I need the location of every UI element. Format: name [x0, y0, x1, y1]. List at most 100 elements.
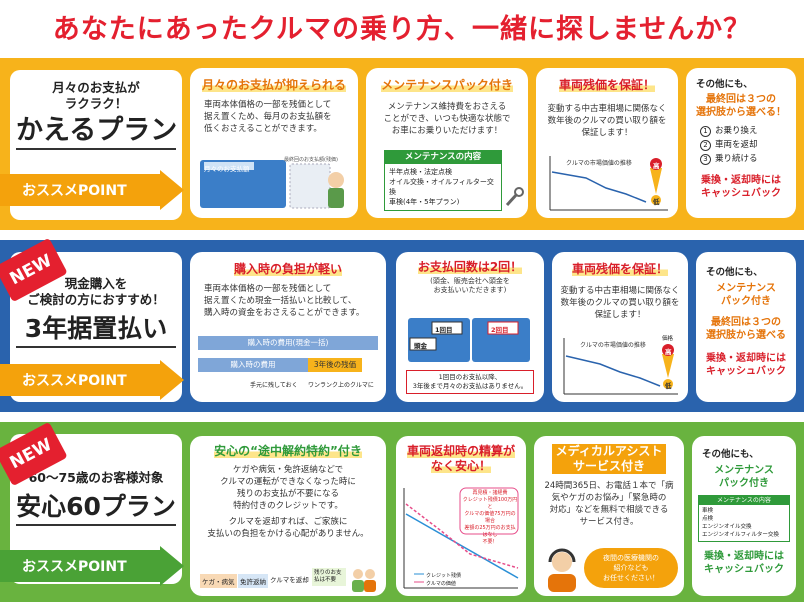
- recommend-point-arrow[interactable]: おススメPOINT: [0, 546, 190, 586]
- recommend-point-label: おススメPOINT: [0, 364, 160, 396]
- img-label-b: 免許返納: [238, 574, 268, 588]
- plan-subtitle: 現金購入を ご検討の方におすすめ！: [27, 276, 165, 307]
- other-lead2: 最終回は３つの 選択肢から選べる！: [696, 94, 786, 118]
- feature-card-other[interactable]: その他にも、 メンテナンス パック付き 最終回は３つの 選択肢から選べる 乗換・…: [696, 252, 796, 402]
- card-body: メンテナンス維持費をおさえる ことができ、いつも快適な状態で お車にお乗りいただ…: [383, 102, 511, 136]
- feature-card-residual[interactable]: 車両残価を保証！ 変動する中古車相場に関係なく 数年後のクルマの買い取り額を 保…: [536, 68, 678, 218]
- card-body: 車両本体価格の一部を残価として 据え置くため現金一括払いと比較して、 購入時の資…: [204, 284, 365, 318]
- feature-card-medical[interactable]: メディカルアシスト サービス付き 24時間365日、お電話１本で「病 気やケガの…: [534, 436, 684, 596]
- return-settlement-chart: [403, 487, 519, 589]
- truck-payment-illustration: [200, 160, 344, 209]
- plan-subtitle: 60～75歳のお客様対象: [28, 470, 164, 485]
- plan-band-3year: 現金購入を ご検討の方におすすめ！ 3年据置払い NEW おススメPOINT 購…: [0, 237, 804, 412]
- img-label-d: 残りのお支払は不要: [312, 568, 346, 586]
- option-label: お乗り換え: [715, 126, 758, 136]
- other-lead: その他にも、: [696, 79, 753, 90]
- top-banner: あなたにあったクルマの乗り方、一緒に探しませんか？: [0, 0, 804, 52]
- card-title: お支払回数は2回！: [417, 260, 523, 274]
- mark-low: 低: [665, 382, 672, 390]
- maintenance-row: 車検: [702, 508, 714, 514]
- feature-card-other[interactable]: その他にも、 メンテナンス パック付き メンテナンスの内容 車検 点検 エンジン…: [692, 436, 796, 596]
- card-body: ケガや病気・免許返納などで クルマの運転ができなくなった時に 残りのお支払が不要…: [220, 465, 356, 511]
- maintenance-box-title: メンテナンスの内容: [385, 151, 501, 164]
- card-title: メンテナンスパック付き: [381, 78, 513, 92]
- maintenance-box-body: 半年点検・法定点検 オイル交換・オイルフィルター交換 車検(4年・5年プラン): [389, 168, 494, 206]
- option-label: 乗り続ける: [715, 154, 758, 164]
- residual-value-line-chart: [563, 338, 678, 395]
- other-item-options: 最終回は３つの 選択肢から選べる: [706, 317, 786, 341]
- card-title: 車両残価を保証！: [571, 262, 668, 276]
- option-label: 車両を返却: [715, 140, 758, 150]
- recommend-point-arrow[interactable]: おススメPOINT: [0, 360, 190, 400]
- feature-card-two-payments[interactable]: お支払回数は2回！ (頭金、販売会社へ頭金を お支払いいただきます) 1回目 2…: [396, 252, 544, 402]
- card-sub: (頭金、販売会社へ頭金を お支払いいただきます): [430, 277, 510, 294]
- mark-high: 高: [653, 162, 660, 170]
- option-item[interactable]: 1 お乗り換え: [700, 124, 796, 138]
- family-icon: [352, 569, 376, 592]
- cancel-illustration: ケガ・病気 免許返納 クルマを返却 残りのお支払は不要: [198, 566, 380, 592]
- feature-card-purchase[interactable]: 購入時の負担が軽い 車両本体価格の一部を残価として 据え置くため現金一括払いと比…: [190, 252, 386, 402]
- operator-icon: [548, 548, 576, 592]
- plan-band-kaeru: 月々のお支払が ラクラク！ かえるプラン おススメPOINT 月々のお支払が抑え…: [0, 58, 804, 230]
- num-badge: 2: [700, 139, 711, 151]
- num-badge: 1: [700, 125, 711, 137]
- down-payment-label: 頭金: [414, 342, 427, 350]
- recommend-point-arrow[interactable]: おススメPOINT: [0, 170, 190, 210]
- recommend-point-label: おススメPOINT: [0, 174, 160, 206]
- feature-card-return[interactable]: 車両返却時の精算が なく安心！ 再見積・諸経費 クレジット残債100万円と クル…: [396, 436, 526, 596]
- truck-payment-illustration: [408, 318, 530, 362]
- card-body: 変動する中古車相場に関係なく 数年後のクルマの買い取り額を 保証します！: [547, 104, 667, 138]
- card-body-2: クルマを返却すれば、ご家族に 支払いの負担をかける心配がありません。: [207, 517, 369, 539]
- plan-name: 安心60プラン: [16, 490, 176, 526]
- maintenance-box: メンテナンスの内容 車検 点検 エンジンオイル交換 エンジンオイルフィルター交換: [698, 495, 790, 542]
- option-list: 1 お乗り換え 2 車両を返却 3 乗り続ける: [700, 124, 796, 166]
- feature-card-monthly[interactable]: 月々のお支払が抑えられる 車両本体価格の一部を残価として 据え置くため、毎月のお…: [190, 68, 358, 218]
- plan-name: 3年据置払い: [16, 312, 176, 348]
- cashback-note: 乗換・返却時には キャッシュバック: [706, 353, 786, 377]
- card-title: 月々のお支払が抑えられる: [201, 78, 346, 92]
- mark-low: 低: [653, 198, 660, 206]
- bar-residual: 3年後の残価: [308, 358, 362, 372]
- arrow-tip-icon: [160, 546, 184, 586]
- bar-purchase: 購入時の費用: [198, 358, 308, 372]
- wrench-icon: [505, 187, 524, 207]
- card-title: 車両返却時の精算が なく安心！: [406, 444, 515, 473]
- card-body: 24時間365日、お電話１本で「病 気やケガのお悩み」「緊急時の 対応」などを無…: [544, 481, 674, 527]
- arrow-tip-icon: [160, 170, 184, 210]
- residual-value-line-chart: [549, 156, 668, 211]
- card-title: メディカルアシスト サービス付き: [551, 444, 667, 474]
- arrow-tip-icon: [160, 360, 184, 400]
- option-item[interactable]: 3 乗り続ける: [700, 152, 796, 166]
- card-title: 車両残価を保証！: [558, 78, 655, 92]
- feature-card-maintenance[interactable]: メンテナンスパック付き メンテナンス維持費をおさえる ことができ、いつも快適な状…: [366, 68, 528, 218]
- chart-label: クルマの市場価値の推移: [566, 160, 632, 167]
- feature-card-cancel[interactable]: 安心の“途中解約特約”付き ケガや病気・免許返納などで クルマの運転ができなくな…: [190, 436, 386, 596]
- chart-label: クルマの市場価値の推移: [580, 342, 646, 349]
- card-body: 変動する中古車相場に関係なく 数年後のクルマの買い取り額を 保証します！: [560, 286, 680, 320]
- first-payment-label: 1回目: [435, 326, 453, 334]
- other-item-maintenance: メンテナンス パック付き: [716, 283, 776, 307]
- plan-subtitle: 月々のお支払が ラクラク！: [52, 80, 140, 111]
- feature-card-other[interactable]: その他にも、 最終回は３つの 選択肢から選べる！ 1 お乗り換え 2 車両を返却 3…: [686, 68, 796, 218]
- option-item[interactable]: 2 車両を返却: [700, 138, 796, 152]
- label-top: 価格: [662, 336, 674, 342]
- maintenance-row: 点検: [702, 516, 714, 522]
- foot-right: ワンランク上のクルマに: [308, 382, 374, 389]
- legend-value: クルマの価値: [426, 581, 456, 587]
- second-payment-label: 2回目: [491, 326, 509, 334]
- num-badge: 3: [700, 153, 711, 165]
- card-title: 安心の“途中解約特約”付き: [214, 444, 362, 458]
- other-lead: その他にも、: [706, 267, 763, 278]
- legend-credit: クレジット残債: [426, 573, 462, 579]
- settlement-bubble: 再見積・諸経費 クレジット残債100万円と クルマの価値75万円の場合 差額の2…: [462, 490, 518, 545]
- feature-card-residual[interactable]: 車両残価を保証！ 変動する中古車相場に関係なく 数年後のクルマの買い取り額を 保…: [552, 252, 688, 402]
- cashback-note: 乗換・返却時には キャッシュバック: [701, 175, 781, 199]
- bar-cash: 購入時の費用(現金一括): [198, 336, 378, 350]
- cashback-note: 乗換・返却時には キャッシュバック: [704, 551, 784, 575]
- img-label-residual: 最終回のお支払額(残価): [284, 157, 338, 163]
- img-label-monthly: 月々のお支払額: [204, 165, 250, 173]
- recommend-point-label: おススメPOINT: [0, 550, 160, 582]
- maintenance-rows: 車検 点検 エンジンオイル交換 エンジンオイルフィルター交換: [699, 505, 789, 541]
- maintenance-box: メンテナンスの内容 半年点検・法定点検 オイル交換・オイルフィルター交換 車検(…: [384, 150, 502, 211]
